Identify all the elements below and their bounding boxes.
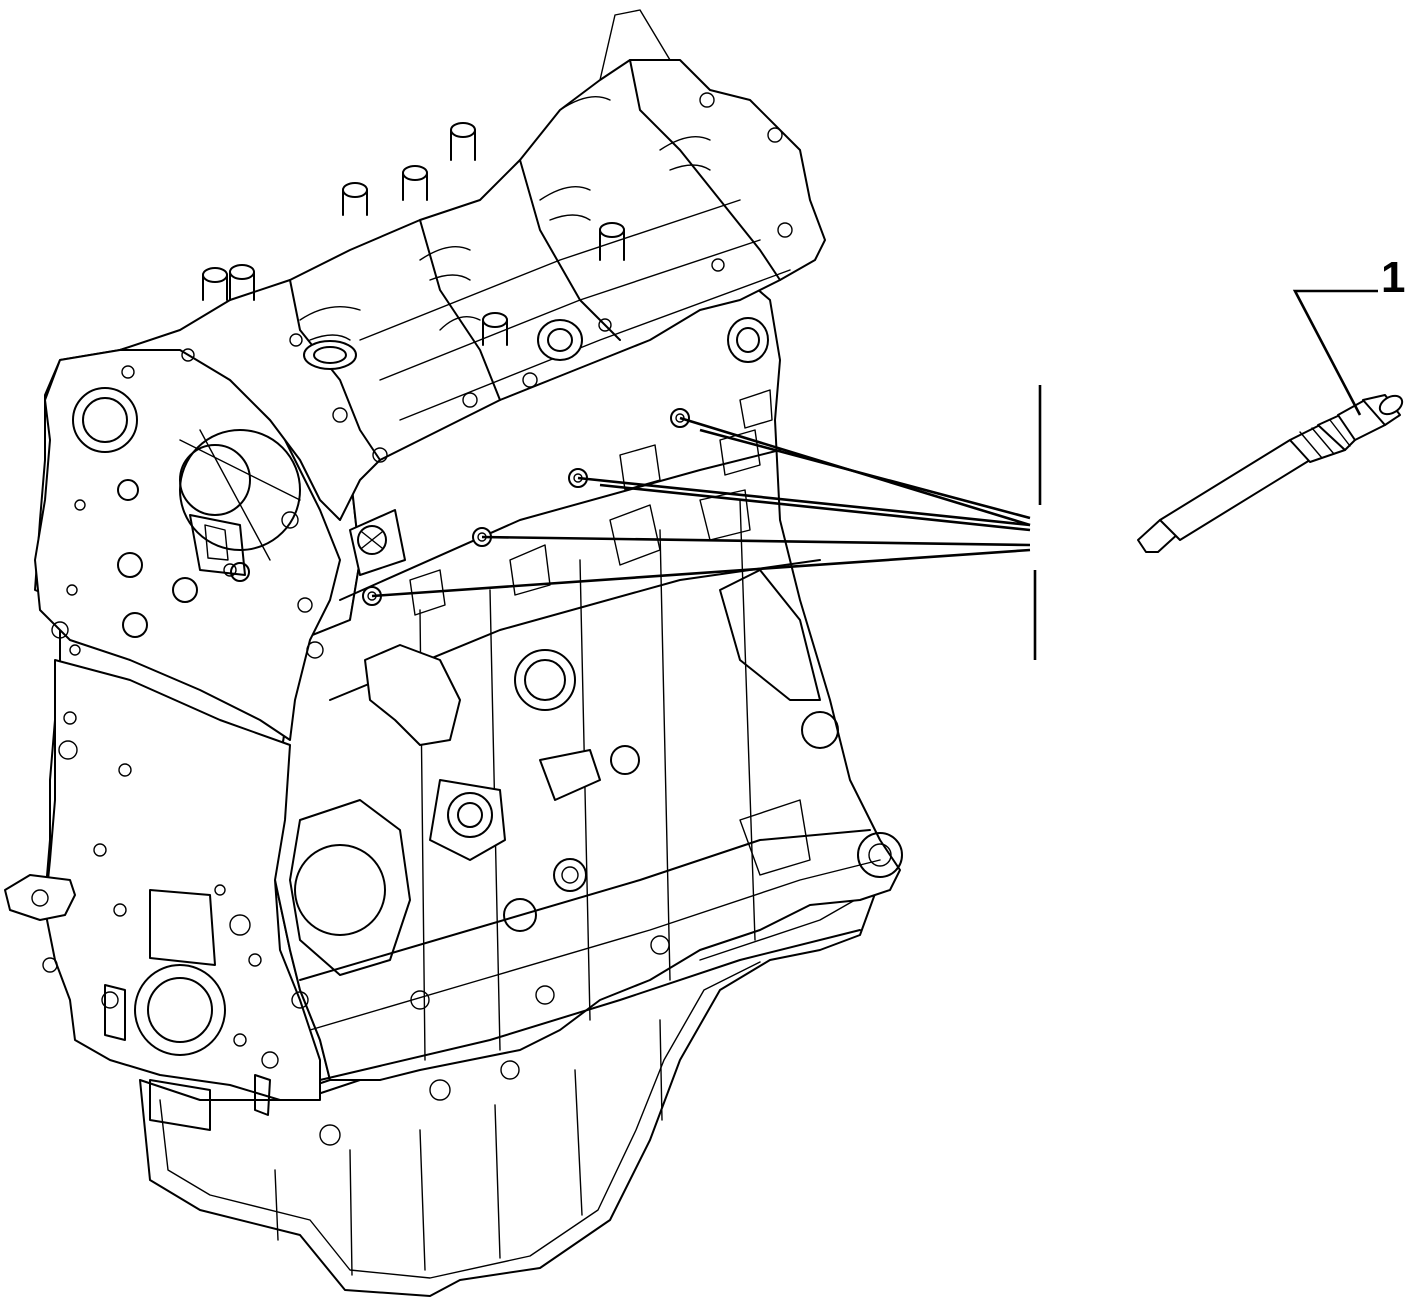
engine-block-illustration <box>4 9 903 1297</box>
head-bolt-bosses <box>121 92 793 463</box>
front-cover <box>34 347 341 741</box>
cylinder-head <box>119 9 826 521</box>
callout-leaders <box>371 289 1378 660</box>
mount-bracket <box>4 874 76 921</box>
callout-label-1: 1 <box>1381 253 1405 302</box>
glow-plug <box>1137 394 1404 553</box>
front-lower-plate <box>44 659 321 1131</box>
block-side-details <box>42 389 903 1146</box>
